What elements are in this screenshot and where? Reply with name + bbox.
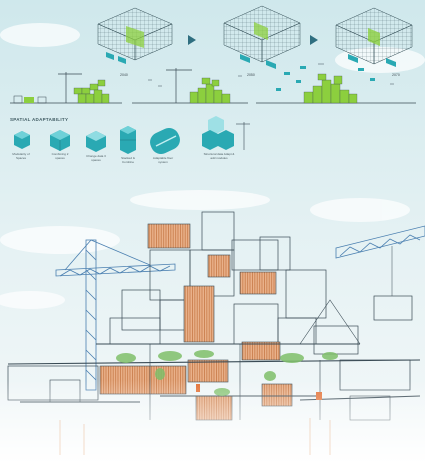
adaptability-icons <box>14 116 250 155</box>
right-crane <box>335 225 425 321</box>
section-title: SPATIAL ADAPTABILITY <box>10 117 69 122</box>
timeline-elevation-2 <box>132 68 248 104</box>
arrow-right-icon <box>188 35 196 45</box>
adaptability-label: Structural data Adapt & add modules <box>203 152 235 160</box>
adaptability-label: Change data 3 spaces <box>86 154 106 162</box>
adaptability-label: Combining 2 spaces <box>51 152 69 160</box>
arrow-right-icon <box>310 35 318 45</box>
stage-year-label: 2040 <box>120 73 128 77</box>
left-crane <box>55 239 176 391</box>
building-section <box>0 211 425 461</box>
stage-year-label: 2070 <box>392 73 400 77</box>
timeline-elevation-1 <box>10 72 122 104</box>
isometric-stage-1 <box>97 7 173 64</box>
adaptability-label: Modularity of Spaces <box>12 152 30 160</box>
stage-year-label: 2050 <box>247 73 255 77</box>
greenery <box>116 350 338 396</box>
isometric-stage-3 <box>335 7 413 67</box>
isometric-stage-2 <box>223 5 301 69</box>
adaptability-label: Stacked & Combine <box>121 156 135 164</box>
timeline-elevation-3 <box>256 63 416 104</box>
adaptability-label: Adaptable floor system <box>152 156 174 164</box>
